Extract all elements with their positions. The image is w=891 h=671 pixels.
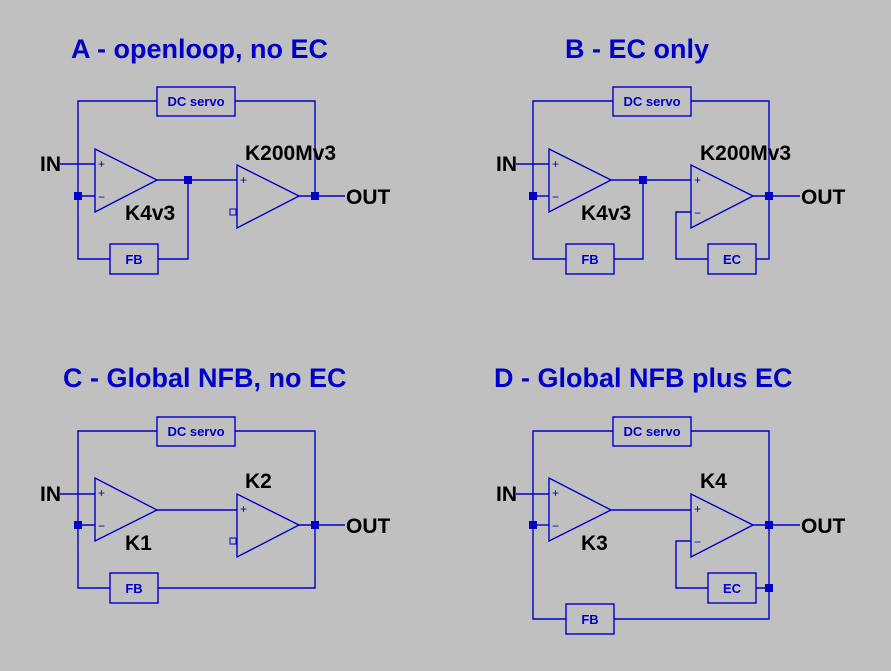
panel-a-amp2-label: K200Mv3 bbox=[245, 142, 336, 165]
panel-d-amp2-triangle bbox=[690, 492, 755, 559]
panel-d-fb-block bbox=[565, 603, 615, 635]
panel-c-junction-node bbox=[74, 521, 82, 529]
panel-c-dc-servo-label: DC servo bbox=[167, 424, 224, 439]
panel-a-amp1-minus: − bbox=[98, 190, 105, 204]
panel-a-dc-servo-label: DC servo bbox=[167, 94, 224, 109]
panel-b-amp1-minus: − bbox=[552, 190, 559, 204]
panel-d-ec-label: EC bbox=[723, 581, 742, 596]
panel-b-in-label: IN bbox=[496, 153, 517, 176]
panel-b-dc-servo-label: DC servo bbox=[623, 94, 680, 109]
panel-d-amp2-minus: − bbox=[694, 535, 701, 549]
panel-d-in-label: IN bbox=[496, 483, 517, 506]
panel-c-amp2-triangle bbox=[236, 492, 301, 559]
panel-c-fb-block bbox=[109, 572, 159, 604]
panel-a-amp1-label: K4v3 bbox=[125, 202, 175, 225]
panel-b-ec-block bbox=[707, 243, 757, 275]
panel-b-fb-block bbox=[565, 243, 615, 275]
panel-a-in-label: IN bbox=[40, 153, 61, 176]
panel-a-dc-servo-block bbox=[156, 86, 236, 117]
panel-b-amp2-plus: + bbox=[694, 173, 701, 187]
panel-c-title: C - Global NFB, no EC bbox=[63, 363, 347, 393]
panel-d-amp2-plus: + bbox=[694, 502, 701, 516]
panel-b-amp2-label: K200Mv3 bbox=[700, 142, 791, 165]
panel-b-amp1-triangle bbox=[548, 147, 613, 214]
panel-d-amp1-triangle bbox=[548, 476, 613, 543]
panel-d-fb-label: FB bbox=[581, 612, 598, 627]
panel-b-junction-node bbox=[639, 176, 647, 184]
panel-a-out-label: OUT bbox=[346, 186, 391, 209]
panel-a-fb-label: FB bbox=[125, 252, 142, 267]
panel-a-amp1-plus: + bbox=[98, 157, 105, 171]
panel-b-fb-label: FB bbox=[581, 252, 598, 267]
panel-c-dc-servo-block bbox=[156, 416, 236, 447]
panel-a-amp1-triangle bbox=[94, 147, 159, 214]
panel-b-ec-label: EC bbox=[723, 252, 742, 267]
panel-a-amp2-plus: + bbox=[240, 173, 247, 187]
panel-c-junction-node bbox=[311, 521, 319, 529]
panel-d-ec-block bbox=[707, 572, 757, 604]
panel-d-amp1-label: K3 bbox=[581, 532, 608, 555]
panel-d-amp1-minus: − bbox=[552, 519, 559, 533]
panel-a-title: A - openloop, no EC bbox=[71, 34, 328, 64]
panel-a-junction-node bbox=[311, 192, 319, 200]
panel-b-junction-node bbox=[765, 192, 773, 200]
panel-b-title: B - EC only bbox=[565, 34, 709, 64]
panel-b-dc-servo-block bbox=[612, 86, 692, 117]
panel-c-amp1-minus: − bbox=[98, 519, 105, 533]
panel-c-amp2-label: K2 bbox=[245, 470, 272, 493]
panel-b-amp1-label: K4v3 bbox=[581, 202, 631, 225]
panel-b-amp2-triangle bbox=[690, 163, 755, 230]
panel-b-amp1-plus: + bbox=[552, 157, 559, 171]
panel-a: A - openloop, no EC DC servo FB + − + IN… bbox=[40, 34, 391, 275]
panel-d: D - Global NFB plus EC DC servo FB EC + … bbox=[494, 363, 846, 635]
panel-d-out-label: OUT bbox=[801, 515, 846, 538]
panel-c-out-label: OUT bbox=[346, 515, 391, 538]
panel-d-junction-node bbox=[765, 584, 773, 592]
panel-b-amp2-minus: − bbox=[694, 206, 701, 220]
panel-d-junction-node bbox=[529, 521, 537, 529]
panel-c-in-label: IN bbox=[40, 483, 61, 506]
panel-b-out-label: OUT bbox=[801, 186, 846, 209]
panel-d-amp1-plus: + bbox=[552, 486, 559, 500]
panel-c-amp1-plus: + bbox=[98, 486, 105, 500]
panel-c-amp2-open-input bbox=[229, 537, 237, 545]
panel-a-fb-block bbox=[109, 243, 159, 275]
panel-d-amp2-label: K4 bbox=[700, 470, 727, 493]
panel-a-amp2-triangle bbox=[236, 163, 301, 230]
panel-c: C - Global NFB, no EC DC servo FB + − + … bbox=[40, 363, 391, 604]
panel-c-amp1-label: K1 bbox=[125, 532, 152, 555]
panel-c-amp1-triangle bbox=[94, 476, 159, 543]
panel-c-amp2-plus: + bbox=[240, 502, 247, 516]
panel-d-dc-servo-block bbox=[612, 416, 692, 447]
panel-d-title: D - Global NFB plus EC bbox=[494, 363, 793, 393]
panel-d-junction-node bbox=[765, 521, 773, 529]
panel-b: B - EC only DC servo FB EC + − + − IN OU… bbox=[496, 34, 846, 275]
panel-a-junction-node bbox=[184, 176, 192, 184]
panel-a-junction-node bbox=[74, 192, 82, 200]
panel-b-junction-node bbox=[529, 192, 537, 200]
panel-c-fb-label: FB bbox=[125, 581, 142, 596]
panel-a-amp2-open-input bbox=[229, 208, 237, 216]
panel-d-dc-servo-label: DC servo bbox=[623, 424, 680, 439]
